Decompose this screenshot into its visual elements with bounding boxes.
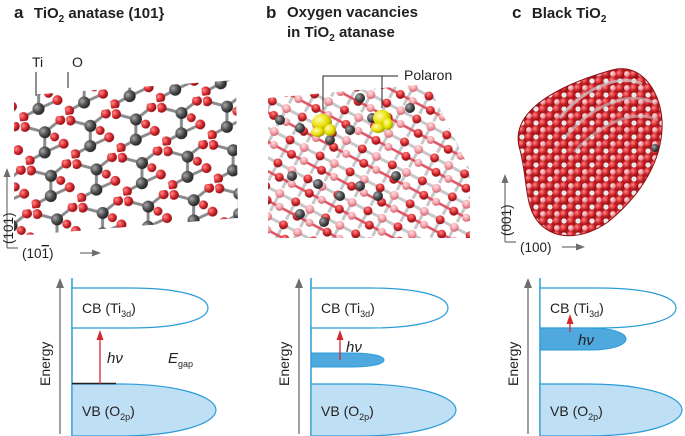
anatase-lattice	[14, 80, 238, 236]
photon-label-b: hν	[346, 339, 362, 356]
panel-b-letter: b	[266, 3, 277, 22]
cb-label-b-sub: 3d	[360, 309, 370, 319]
axis-a-horizontal-bar: 1	[42, 246, 50, 261]
axis-a-horizontal: (101)	[22, 246, 54, 261]
vb-label-c-sub: 2p	[588, 412, 598, 422]
vb-label-b-end: )	[369, 403, 374, 419]
polaron-label: Polaron	[404, 67, 452, 83]
band-diagram-a	[56, 278, 217, 436]
vb-label-a-sub: 2p	[120, 412, 130, 422]
panel-b-title-line1: Oxygen vacancies	[287, 4, 418, 21]
vb-label-b-main: VB (O	[321, 403, 359, 419]
panel-a-title-rest: anatase (101}	[64, 5, 165, 22]
cb-label-b-end: )	[370, 300, 375, 316]
panel-c-letter: c	[512, 3, 522, 22]
panel-b-title: b	[266, 3, 276, 23]
cb-label-a-sub: 3d	[121, 309, 131, 319]
band-diagram-c	[524, 278, 683, 436]
panel-b-title-line2-b: atanase	[334, 24, 395, 41]
vb-label-c-end: )	[598, 403, 603, 419]
egap-label-sub: gap	[178, 359, 193, 369]
panel-b-title-line2-a: in TiO	[287, 24, 330, 41]
vacancy-lattice	[268, 84, 470, 238]
vb-label-a: VB (O2p)	[82, 403, 135, 422]
energy-label-a: Energy	[37, 342, 53, 386]
polaron-leader-1	[322, 75, 398, 110]
axis-c-horizontal: (100)	[520, 240, 552, 255]
vb-label-b: VB (O2p)	[321, 403, 374, 422]
panel-c-title: c Black TiO2	[512, 3, 606, 25]
vb-label-a-end: )	[130, 403, 135, 419]
vb-label-a-main: VB (O	[82, 403, 120, 419]
energy-label-c: Energy	[505, 342, 521, 386]
energy-label-b: Energy	[276, 342, 292, 386]
axis-a-horizontal-start: (10	[22, 246, 42, 261]
cb-label-c-sub: 3d	[589, 309, 599, 319]
panel-b-title-line2: in TiO2 atanase	[287, 23, 418, 49]
band-diagram-b	[295, 278, 457, 436]
panel-a-title-sub: 2	[58, 14, 65, 25]
egap-label-main: E	[168, 350, 179, 367]
photon-label-c: hν	[578, 332, 594, 349]
vb-label-c: VB (O2p)	[550, 403, 603, 422]
cb-label-a-main: CB (Ti	[82, 300, 121, 316]
cb-label-c-main: CB (Ti	[550, 300, 589, 316]
o-label: O	[72, 54, 83, 70]
axis-a-vertical: (101)	[1, 212, 16, 244]
axis-a-horizontal-end: )	[49, 246, 54, 261]
panel-a-letter: a	[14, 3, 24, 22]
cb-label-b: CB (Ti3d)	[321, 300, 375, 319]
photon-label-a: hν	[107, 350, 123, 367]
panel-a-title: a TiO2 anatase (101}	[14, 3, 164, 25]
black-tio2-particle	[517, 68, 663, 237]
panel-b-title-line2-sub: 2	[329, 33, 335, 44]
vb-label-c-main: VB (O	[550, 403, 588, 419]
cb-label-a: CB (Ti3d)	[82, 300, 136, 319]
cb-label-b-main: CB (Ti	[321, 300, 360, 316]
panel-c-title-sub: 2	[600, 14, 607, 25]
panel-c-axes	[501, 174, 585, 251]
ti-label: Ti	[32, 54, 43, 70]
panel-a-title-main: TiO	[33, 5, 59, 22]
panel-c-title-main: Black TiO	[531, 5, 601, 22]
vb-label-b-sub: 2p	[359, 412, 369, 422]
axis-c-vertical: (001)	[499, 204, 514, 236]
cb-label-a-end: )	[131, 300, 136, 316]
panel-a-axes	[3, 168, 101, 257]
cb-label-c: CB (Ti3d)	[550, 300, 604, 319]
cb-label-c-end: )	[599, 300, 604, 316]
polaron-blobs	[311, 110, 393, 137]
egap-label: Egap	[168, 350, 193, 369]
